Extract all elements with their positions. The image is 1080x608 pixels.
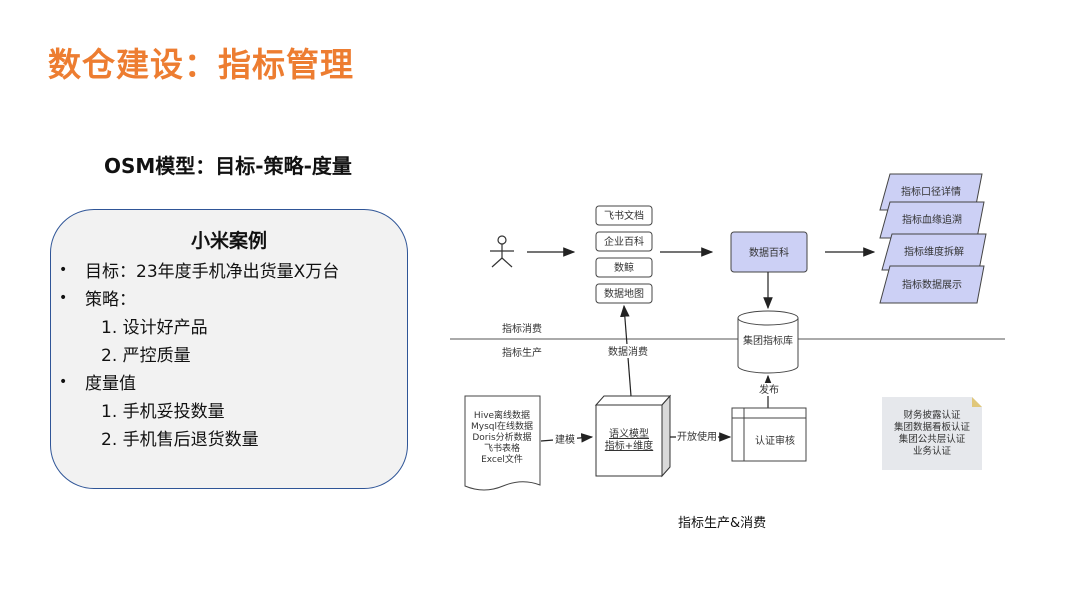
output-item: 指标维度拆解	[881, 233, 987, 271]
svg-text:数鲸: 数鲸	[614, 261, 634, 274]
strategy-item: 2. 严控质量	[101, 346, 191, 366]
lane-consume-label: 指标消费	[502, 322, 542, 335]
metric-db-cylinder: 集团指标库	[737, 310, 799, 374]
data-wiki-box: 数据百科	[730, 231, 808, 273]
svg-text:飞书表格: 飞书表格	[484, 442, 520, 454]
semantic-model-box: 语义模型 指标+维度	[594, 394, 672, 478]
osm-subtitle: OSM模型：目标-策略-度量	[104, 154, 352, 178]
bullet: •	[59, 374, 68, 390]
svg-text:企业百科: 企业百科	[604, 235, 644, 248]
svg-text:集团指标库: 集团指标库	[743, 334, 793, 347]
svg-text:指标+维度: 指标+维度	[605, 439, 653, 452]
output-item: 指标血缘追溯	[879, 201, 985, 239]
case-title: 小米案例	[190, 230, 267, 252]
svg-text:集团数据看板认证: 集团数据看板认证	[894, 421, 971, 433]
output-item: 指标数据展示	[879, 265, 985, 304]
svg-text:认证审核: 认证审核	[755, 434, 795, 447]
certification-note: 财务披露认证 集团数据看板认证 集团公共层认证 业务认证	[882, 397, 982, 470]
svg-text:Excel文件: Excel文件	[481, 453, 523, 465]
svg-text:业务认证: 业务认证	[913, 445, 952, 457]
svg-text:飞书文档: 飞书文档	[604, 209, 644, 222]
review-box: 认证审核	[731, 407, 807, 462]
diagram-caption: 指标生产&消费	[678, 516, 767, 531]
case-card: 小米案例 • 目标：23年度手机净出货量X万台 • 策略： 1. 设计好产品 2…	[50, 209, 408, 489]
svg-text:指标口径详情: 指标口径详情	[901, 185, 961, 198]
metric-item: 2. 手机售后退货数量	[101, 430, 259, 450]
publish-label: 发布	[759, 383, 779, 396]
metric-item: 1. 手机妥投数量	[101, 402, 225, 422]
open-use-label: 开放使用	[677, 430, 717, 443]
data-consume-label: 数据消费	[608, 345, 648, 358]
consume-tool-box: 数鲸	[595, 257, 653, 278]
svg-text:指标血缘追溯: 指标血缘追溯	[902, 213, 962, 226]
output-item: 指标口径详情	[879, 173, 983, 211]
svg-text:语义模型: 语义模型	[609, 427, 649, 440]
lane-produce-label: 指标生产	[502, 346, 542, 359]
page-title: 数仓建设：指标管理	[48, 45, 354, 84]
bullet: •	[59, 262, 68, 278]
svg-text:指标数据展示: 指标数据展示	[902, 278, 962, 291]
consume-tool-box: 飞书文档	[595, 205, 653, 226]
svg-text:Doris分析数据: Doris分析数据	[472, 431, 531, 443]
svg-text:财务披露认证: 财务披露认证	[903, 409, 961, 421]
goal-line: 目标：23年度手机净出货量X万台	[85, 262, 340, 282]
svg-text:指标维度拆解: 指标维度拆解	[904, 245, 964, 258]
model-label: 建模	[555, 433, 575, 446]
strategy-item: 1. 设计好产品	[101, 318, 208, 338]
consume-tool-box: 数据地图	[595, 283, 653, 304]
svg-text:数据百科: 数据百科	[749, 246, 789, 259]
bullet: •	[59, 290, 68, 306]
strategy-label: 策略：	[85, 290, 136, 310]
svg-text:Hive离线数据: Hive离线数据	[474, 409, 530, 421]
svg-text:Mysql在线数据: Mysql在线数据	[471, 420, 533, 432]
consume-tool-box: 企业百科	[595, 231, 653, 252]
user-actor-icon	[490, 235, 514, 268]
svg-text:集团公共层认证: 集团公共层认证	[899, 433, 966, 445]
svg-text:数据地图: 数据地图	[604, 287, 644, 300]
metric-label: 度量值	[85, 374, 136, 394]
data-sources-document: Hive离线数据 Mysql在线数据 Doris分析数据 飞书表格 Excel文…	[464, 395, 541, 491]
